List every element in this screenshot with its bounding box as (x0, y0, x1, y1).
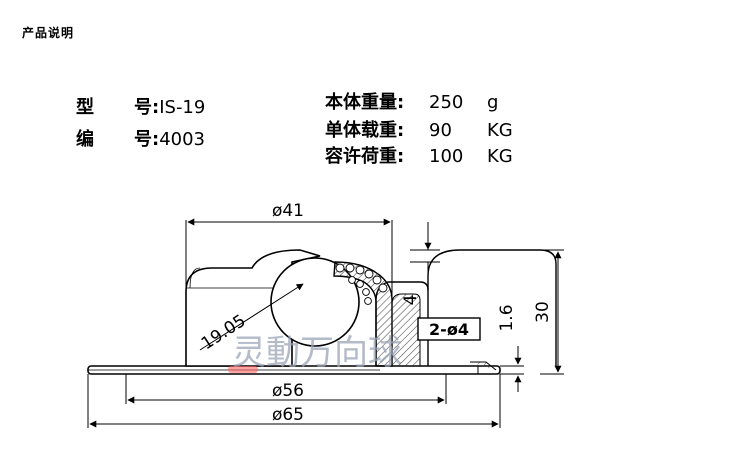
hatched-shell (333, 249, 557, 375)
spec-single-load: 单体载重: 90 KG (325, 120, 513, 142)
dim-mid-width-label: ø56 (272, 381, 304, 401)
spec-code-value: 4003 (159, 129, 206, 150)
section-title: 产品说明 (22, 26, 75, 40)
spec-body-weight-unit: g (487, 92, 499, 113)
spec-code-label-b: 号: (134, 129, 160, 150)
spec-model: 型 号:IS-19 (76, 97, 205, 119)
dim-hole-label: 2-ø4 (429, 320, 469, 339)
dim-top-width-label: ø41 (272, 201, 304, 221)
spec-single-load-value: 90 (429, 120, 452, 141)
spec-model-label-a: 型 (76, 97, 94, 118)
spec-allowable-load-unit: KG (487, 146, 513, 167)
spec-allowable-load: 容许荷重: 100 KG (325, 146, 513, 168)
spec-code-label-a: 编 (76, 129, 94, 150)
dim-thickness-label: 1.6 (497, 304, 517, 331)
spec-code: 编 号:4003 (76, 129, 205, 151)
spec-single-load-unit: KG (487, 120, 513, 141)
dim-height-label: 30 (533, 301, 553, 323)
spec-body-weight: 本体重量: 250 g (325, 92, 498, 114)
watermark-text: 灵動万向球 (232, 333, 402, 373)
watermark-logo: 灵動万向球 (228, 333, 402, 373)
watermark-dot (228, 366, 258, 373)
hole-callout-box (417, 317, 481, 341)
dimension-lines (87, 218, 564, 428)
spec-allowable-load-label: 容许荷重: (325, 146, 405, 167)
dim-base-width-label: ø65 (272, 405, 304, 425)
spec-model-label-b: 号: (134, 97, 160, 118)
spec-body-weight-label: 本体重量: (325, 92, 405, 113)
dim-right-small-label: 4 (401, 295, 421, 306)
main-ball (270, 257, 360, 347)
spec-single-load-label: 单体载重: (325, 120, 405, 141)
spec-body-weight-value: 250 (429, 92, 464, 113)
spec-model-value: IS-19 (159, 97, 206, 118)
spec-allowable-load-value: 100 (429, 146, 464, 167)
